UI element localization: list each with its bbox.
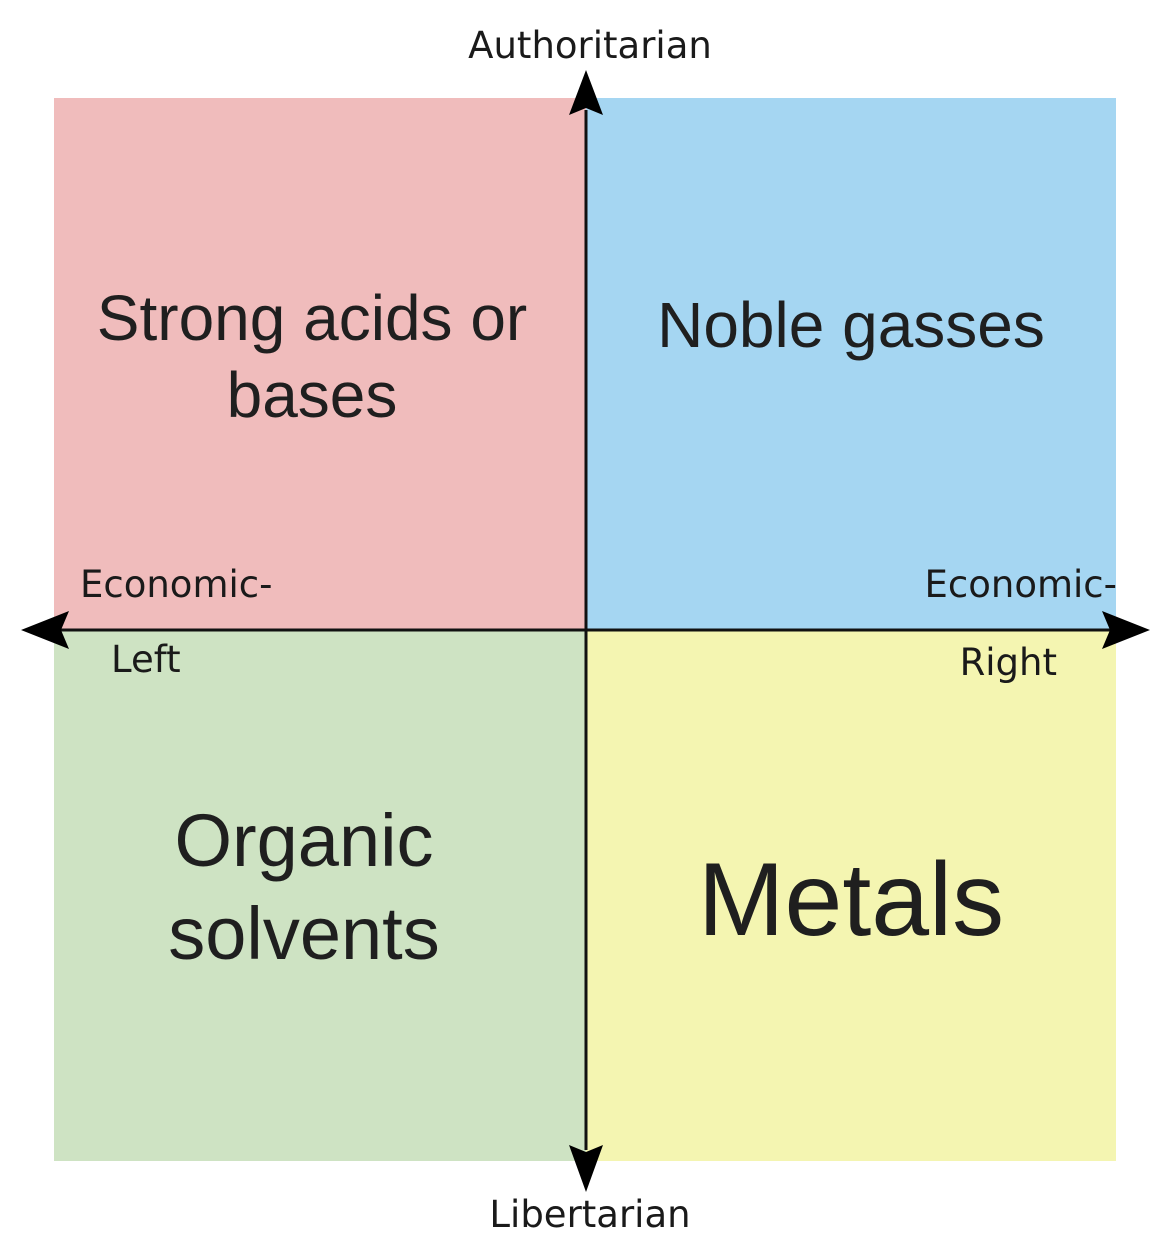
- quadrant-label-bottom-right: Metals: [586, 838, 1116, 963]
- axis-label-left-line1: Economic-: [80, 563, 273, 606]
- arrow-right-icon: [1102, 611, 1150, 649]
- axis-label-top: Authoritarian: [468, 24, 712, 67]
- quadrant-bottom-right: [586, 630, 1116, 1161]
- quadrant-top-left: [54, 98, 586, 630]
- label-line: Organic: [174, 799, 434, 882]
- arrow-left-icon: [21, 611, 69, 649]
- quadrant-top-right: [586, 98, 1116, 630]
- axis-label-right-line2: Right: [959, 641, 1057, 684]
- arrow-down-icon: [569, 1145, 603, 1192]
- quadrant-label-bottom-left: Organic solvents: [54, 795, 554, 980]
- label-line: bases: [226, 358, 398, 431]
- quadrant-bottom-left: [54, 630, 586, 1161]
- label-line: Noble gasses: [657, 289, 1045, 361]
- axis-label-bottom: Libertarian: [489, 1193, 691, 1236]
- axis-label-left-line2: Left: [111, 638, 181, 681]
- axis-label-right-line1: Economic-: [924, 563, 1117, 606]
- label-line: Strong acids or: [96, 282, 528, 354]
- arrow-up-icon: [569, 70, 603, 115]
- quadrant-label-top-right: Noble gasses: [586, 287, 1116, 364]
- quadrant-label-top-left: Strong acids or bases: [54, 280, 570, 434]
- label-line: solvents: [168, 891, 440, 975]
- label-line: Metals: [697, 842, 1005, 958]
